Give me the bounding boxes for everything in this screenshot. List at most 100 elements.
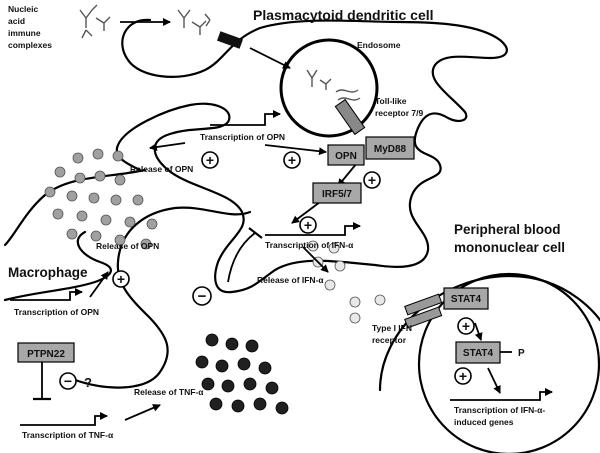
plus-sign: + (283, 151, 301, 169)
type1-receptor-bar-1 (404, 293, 443, 316)
tnf-particle (215, 359, 229, 373)
arrow-release-tnf (124, 404, 161, 421)
release-opn-2-label: Release of OPN (96, 241, 159, 251)
arrow-genes (487, 367, 501, 394)
svg-text:+: + (206, 152, 214, 168)
arrow-release-opn-1 (149, 142, 186, 151)
tnf-particle (243, 377, 257, 391)
stat4-receptor-box: STAT4 (443, 287, 489, 310)
irf-box-label: IRF5/7 (322, 189, 352, 200)
ifn-particles (307, 240, 386, 324)
opn-particle (124, 216, 136, 228)
plus-sign: + (201, 151, 219, 169)
tlr-label: Toll-like receptor 7/9 (375, 96, 423, 118)
opn-particle (100, 214, 112, 226)
release-opn-1-label: Release of OPN (130, 164, 193, 174)
plus-sign: + (112, 270, 130, 288)
tnf-particle (225, 337, 239, 351)
endosome-label: Endosome (357, 40, 401, 50)
svg-text:+: + (462, 318, 470, 334)
plus-sign: + (454, 367, 472, 385)
myd88-box-label: MyD88 (374, 144, 407, 155)
type1-receptor-bar-2 (404, 306, 443, 329)
opn-particle (76, 210, 88, 222)
ptpn22-box-label: PTPN22 (27, 349, 65, 360)
macrophage-boundary-2 (73, 206, 252, 389)
opn-box: OPN (327, 144, 365, 166)
arrow-opn-mac (89, 271, 109, 298)
tss-opn-top (210, 110, 281, 126)
ifn-particle (307, 240, 319, 252)
tnf-particle (275, 401, 289, 415)
arrow-opn-to-box (264, 144, 327, 156)
release-ifn-label: Release of IFN-α (257, 275, 324, 285)
svg-text:+: + (368, 172, 376, 188)
opn-particle (94, 170, 106, 182)
release-tnf-label: Release of TNF-α (134, 387, 204, 397)
svg-text:−: − (64, 373, 72, 389)
tnf-particles (195, 333, 289, 415)
pdc-membrane (115, 18, 508, 294)
macrophage-membrane (3, 168, 147, 247)
phospho-label: P (518, 348, 525, 359)
tss-genes (450, 388, 553, 401)
transcription-ifn-label: Transcription of IFN-α (265, 240, 354, 250)
immune-complexes-label: Nucleic acid immune complexes (8, 4, 52, 50)
question-mark: ? (84, 375, 92, 390)
plus-sign: + (363, 171, 381, 189)
transcription-opn-mac-label: Transcription of OPN (14, 307, 99, 317)
opn-particle (90, 230, 102, 242)
arrow-irf-ifn (291, 201, 321, 224)
ifn-particle (334, 260, 346, 272)
pbmc-cell (417, 272, 600, 453)
opn-particle (66, 190, 78, 202)
immune-complex-icon (79, 4, 111, 39)
plus-sign: + (457, 317, 475, 335)
opn-particle (140, 238, 152, 250)
inhibit-ifn-to-tnf (227, 232, 256, 283)
opn-particle (114, 174, 126, 186)
tss-ifn (265, 222, 361, 236)
stat4-receptor-label: STAT4 (451, 294, 482, 305)
opn-particles (44, 148, 158, 250)
svg-text:−: − (198, 288, 207, 305)
tnf-particle (201, 377, 215, 391)
svg-text:+: + (304, 217, 312, 233)
transcription-tnf-label: Transcription of TNF-α (22, 430, 114, 440)
opn-particle (54, 166, 66, 178)
transcription-genes-label: Transcription of IFN-α- induced genes (454, 405, 548, 427)
opn-particle (146, 218, 158, 230)
opn-particle (66, 228, 78, 240)
opn-particle (44, 186, 56, 198)
tss-tnf (20, 412, 108, 426)
opn-particle (112, 150, 124, 162)
pdc-title: Plasmacytoid dendritic cell (253, 7, 434, 23)
tnf-particle (237, 357, 251, 371)
opn-particle (72, 152, 84, 164)
type1-receptor-label: Type I IFN receptor (372, 323, 414, 345)
ifn-particle (374, 294, 386, 306)
pbmc-membrane (378, 274, 600, 392)
surface-receptor (217, 31, 243, 49)
immune-complex-bound-icon (177, 9, 211, 35)
macrophage-lower-membrane (3, 230, 112, 302)
myd88-box: MyD88 (365, 136, 415, 160)
tnf-particle (195, 355, 209, 369)
opn-particle (88, 192, 100, 204)
svg-text:+: + (459, 368, 467, 384)
tnf-particle (245, 339, 259, 353)
opn-box-label: OPN (335, 151, 357, 162)
svg-text:+: + (117, 271, 125, 287)
tnf-particle (265, 381, 279, 395)
endosome (279, 38, 379, 138)
ifn-particle (349, 296, 361, 308)
ptpn22-box: PTPN22 (17, 342, 75, 363)
stat4-p-box: STAT4 (455, 341, 501, 364)
ifn-particle (324, 279, 336, 291)
macrophage-label: Macrophage (8, 265, 88, 280)
tss-opn-mac (10, 288, 83, 301)
tnf-particle (231, 399, 245, 413)
ifn-particle (349, 312, 361, 324)
